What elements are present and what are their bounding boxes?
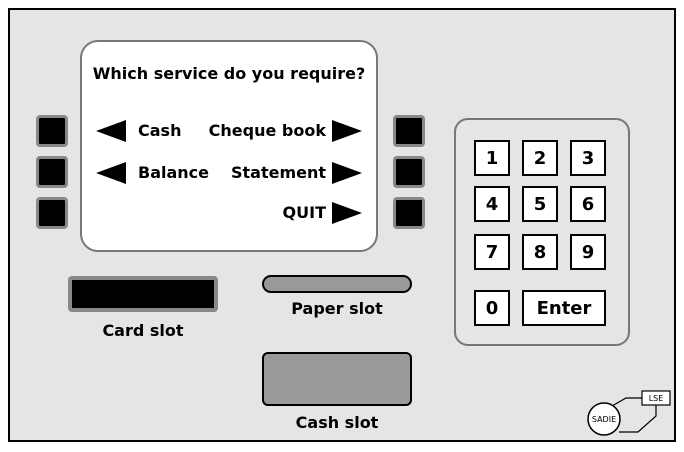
right-side-button-1[interactable] bbox=[393, 115, 425, 147]
key-7[interactable]: 7 bbox=[474, 234, 510, 270]
key-9[interactable]: 9 bbox=[570, 234, 606, 270]
logo-connector-top bbox=[611, 397, 642, 407]
option-cash[interactable]: Cash bbox=[138, 121, 182, 140]
sadie-lse-logo: SADIE LSE bbox=[587, 390, 671, 436]
statement-arrow-icon bbox=[332, 162, 362, 184]
cheque-book-arrow-icon bbox=[332, 120, 362, 142]
balance-arrow-icon bbox=[96, 162, 126, 184]
key-4[interactable]: 4 bbox=[474, 186, 510, 222]
card-slot-label: Card slot bbox=[102, 321, 184, 340]
paper-slot-label: Paper slot bbox=[291, 299, 383, 318]
option-quit[interactable]: QUIT bbox=[282, 203, 326, 222]
card-slot[interactable] bbox=[68, 276, 218, 312]
screen-prompt: Which service do you require? bbox=[92, 64, 366, 83]
lse-text: LSE bbox=[649, 394, 664, 403]
key-5[interactable]: 5 bbox=[522, 186, 558, 222]
cash-slot[interactable] bbox=[262, 352, 412, 406]
quit-arrow-icon bbox=[332, 202, 362, 224]
keypad: 1 2 3 4 5 6 7 8 9 0 Enter bbox=[454, 118, 630, 346]
key-3[interactable]: 3 bbox=[570, 140, 606, 176]
option-cheque-book[interactable]: Cheque book bbox=[208, 121, 326, 140]
key-6[interactable]: 6 bbox=[570, 186, 606, 222]
sadie-text: SADIE bbox=[592, 415, 616, 424]
left-side-button-2[interactable] bbox=[36, 156, 68, 188]
sadie-circle bbox=[587, 402, 621, 436]
left-side-button-3[interactable] bbox=[36, 197, 68, 229]
cash-slot-label: Cash slot bbox=[295, 413, 379, 432]
atm-screen: Which service do you require? Cash Balan… bbox=[80, 40, 378, 252]
left-side-button-1[interactable] bbox=[36, 115, 68, 147]
right-side-button-3[interactable] bbox=[393, 197, 425, 229]
option-statement[interactable]: Statement bbox=[230, 163, 326, 182]
logo-connector-bottom bbox=[619, 405, 657, 433]
key-8[interactable]: 8 bbox=[522, 234, 558, 270]
option-balance[interactable]: Balance bbox=[138, 163, 209, 182]
key-0[interactable]: 0 bbox=[474, 290, 510, 326]
paper-slot[interactable] bbox=[262, 275, 412, 293]
key-1[interactable]: 1 bbox=[474, 140, 510, 176]
enter-key[interactable]: Enter bbox=[522, 290, 606, 326]
cash-arrow-icon bbox=[96, 120, 126, 142]
right-side-button-2[interactable] bbox=[393, 156, 425, 188]
key-2[interactable]: 2 bbox=[522, 140, 558, 176]
